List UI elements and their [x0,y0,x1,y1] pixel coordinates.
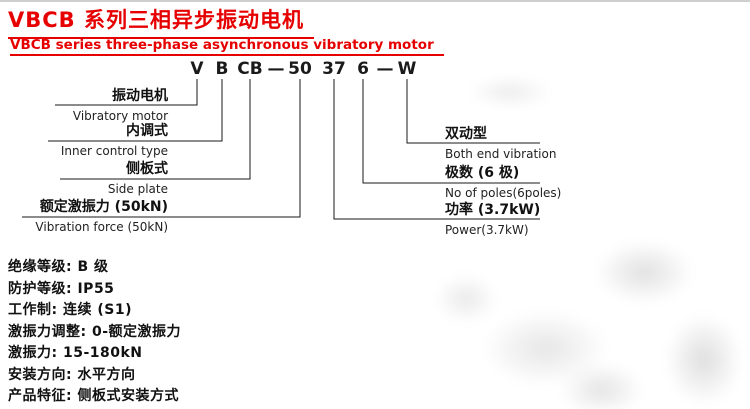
spec-mount-direction: 安装方向: 水平方向 [8,366,136,383]
label-en: Power(3.7kW) [445,223,529,237]
background-watermark [420,219,750,409]
model-code-dash-1: — [267,59,285,79]
code-label-vibratory-motor: 振动电机 Vibratory motor [18,88,168,124]
label-en: Vibratory motor [72,109,168,123]
model-code-part-force: 50 [288,59,312,79]
code-label-power: 功率 (3.7kW) Power(3.7kW) [445,202,620,238]
model-code-part-series: V [190,59,204,79]
label-cn: 侧板式 [126,161,168,177]
model-code-dash-2: — [376,59,394,79]
label-en: Side plate [107,182,168,196]
code-label-vibration-force: 额定激振力 (50kN) Vibration force (50kN) [18,199,168,235]
label-cn: 功率 (3.7kW) [445,202,541,218]
label-cn: 内调式 [126,123,168,139]
model-code-part-control: B [215,59,229,79]
label-en: Inner control type [60,144,168,158]
background-watermark-smudge [440,62,580,122]
model-code-part-vibtype: W [397,59,417,79]
model-code-part-plate: CB [237,59,263,79]
label-en: Both end vibration [445,147,557,161]
label-cn: 极数 (6 极) [445,165,520,181]
code-label-both-end-vibration: 双动型 Both end vibration [445,126,620,162]
model-code-part-power: 37 [322,59,346,79]
spec-force-adjustment: 激振力调整: 0-额定激振力 [8,323,182,340]
spec-insulation-class: 绝缘等级: B 级 [8,259,109,275]
spec-protection-class: 防护等级: IP55 [8,280,115,297]
spec-excitation-force: 激振力: 15-180kN [8,345,143,361]
page-subtitle: VBCB series three-phase asynchronous vib… [10,37,444,56]
spec-product-feature: 产品特征: 侧板式安装方式 [8,388,179,404]
code-label-side-plate: 侧板式 Side plate [18,161,168,197]
label-cn: 额定激振力 (50kN) [39,199,168,215]
code-label-inner-control: 内调式 Inner control type [18,123,168,159]
label-en: Vibration force (50kN) [35,220,168,234]
spec-duty-cycle: 工作制: 连续 (S1) [8,302,132,318]
label-en: No of poles(6poles) [445,186,562,200]
spec-list: 绝缘等级: B 级 防护等级: IP55 工作制: 连续 (S1) 激振力调整:… [8,257,181,408]
label-cn: 双动型 [445,126,487,142]
model-code-part-poles: 6 [357,59,369,79]
label-cn: 振动电机 [112,88,168,104]
page-title: VBCB 系列三相异步振动电机 [8,4,314,39]
code-label-poles: 极数 (6 极) No of poles(6poles) [445,165,620,201]
